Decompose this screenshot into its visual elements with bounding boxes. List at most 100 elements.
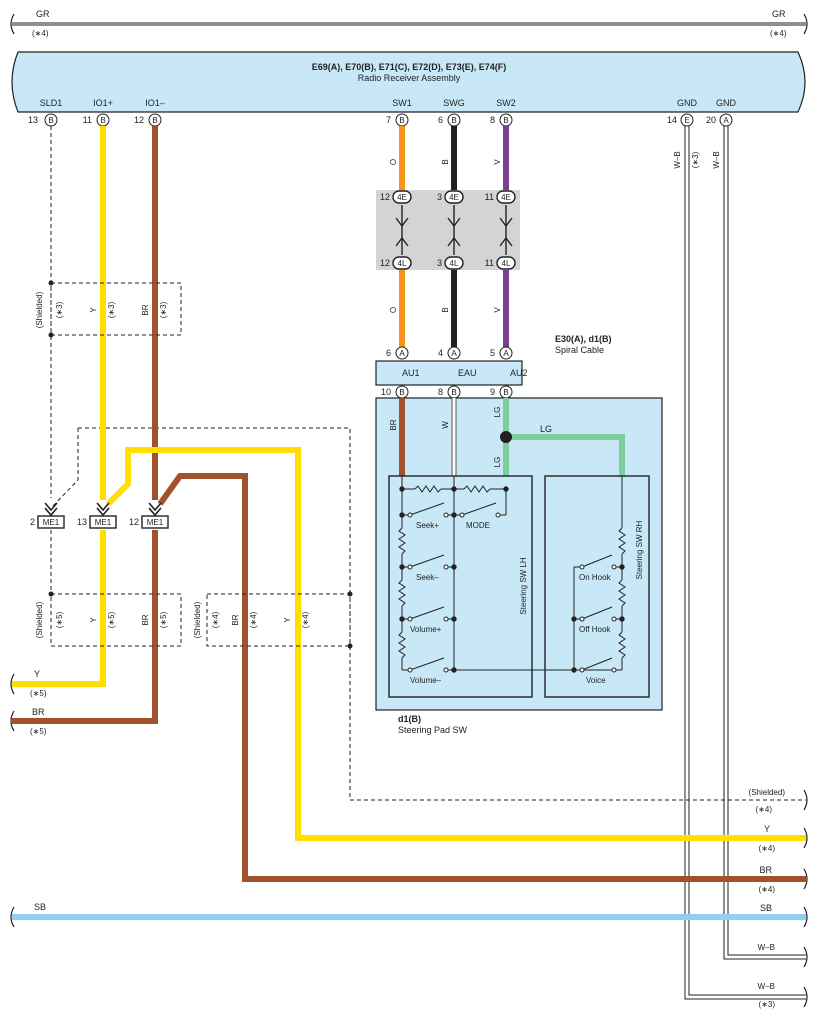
me1-code: ME1 bbox=[95, 518, 112, 527]
pin-conn: B bbox=[399, 388, 404, 397]
pin-num: 6 bbox=[386, 348, 391, 358]
right-y-note: (∗4) bbox=[759, 844, 776, 853]
pad-label-lg3: LG bbox=[540, 424, 552, 434]
shield-mid-right-br-note: (∗4) bbox=[249, 611, 258, 628]
junction-num: 11 bbox=[485, 192, 494, 202]
pin-num: 12 bbox=[134, 115, 144, 125]
pin-label-io1p: IO1+ bbox=[93, 98, 113, 108]
switch-mode: MODE bbox=[466, 521, 490, 530]
sb-left-label: SB bbox=[34, 902, 46, 912]
pin-num: 7 bbox=[386, 115, 391, 125]
spiral-pin-bot-2: B 8 bbox=[438, 385, 461, 399]
wire-label-o-top: O bbox=[389, 159, 398, 165]
sw-wires: O B V O B V bbox=[389, 126, 509, 347]
shield-mid-left-br: BR bbox=[141, 614, 150, 625]
junction-code: 4L bbox=[502, 259, 511, 268]
shield-mid-left-note: (∗5) bbox=[55, 611, 64, 628]
pin-conn: B bbox=[503, 388, 508, 397]
right-outputs: (Shielded) (∗4) Y (∗4) BR (∗4) SB W–B W–… bbox=[749, 788, 808, 1009]
pin-num: 9 bbox=[490, 387, 495, 397]
shield-dot bbox=[48, 332, 54, 338]
pin-conn: A bbox=[723, 116, 729, 125]
shield-mid-left-br-note: (∗5) bbox=[159, 611, 168, 628]
pin-gnd14: E 14 bbox=[667, 113, 694, 127]
spiral-body bbox=[375, 360, 523, 386]
gr-left-label: GR bbox=[36, 9, 50, 19]
spiral-pin-bot-3: B 9 bbox=[490, 385, 513, 399]
pin-sw2: B 8 bbox=[490, 113, 513, 127]
pad-wire-lg-branch bbox=[506, 434, 625, 476]
right-br-label: BR bbox=[759, 865, 772, 875]
wire-label-v-bot: V bbox=[493, 307, 502, 313]
shield-top-br-note: (∗3) bbox=[159, 301, 168, 318]
shield-dot bbox=[347, 643, 353, 649]
shield-top-note: (∗3) bbox=[55, 301, 64, 318]
right-br-note: (∗4) bbox=[759, 885, 776, 894]
spiral-signal-au2: AU2 bbox=[510, 368, 528, 378]
pin-conn: B bbox=[100, 116, 105, 125]
wire-label-v-top: V bbox=[493, 159, 502, 165]
shield-mid-left-y-note: (∗5) bbox=[107, 611, 116, 628]
pin-num: 8 bbox=[438, 387, 443, 397]
pin-label-gnd20: GND bbox=[716, 98, 737, 108]
junction-terminals: 4E 12 4L 12 4E 3 4L 3 4E 11 4L 11 bbox=[380, 190, 516, 270]
spiral-cable: E30(A), d1(B) Spiral Cable AU1 EAU AU2 A… bbox=[375, 334, 612, 386]
pad-code: d1(B) bbox=[398, 714, 421, 724]
right-wb3-label: W–B bbox=[758, 982, 775, 991]
spiral-codes: E30(A), d1(B) bbox=[555, 334, 612, 344]
pin-num: 11 bbox=[83, 115, 92, 125]
lh-contacts bbox=[399, 486, 509, 673]
spiral-signal-eau: EAU bbox=[458, 368, 477, 378]
wire-break-right bbox=[803, 827, 808, 849]
junction-num: 3 bbox=[437, 192, 442, 202]
pin-io1n: B 12 bbox=[134, 113, 162, 127]
pin-label-io1n: IO1– bbox=[145, 98, 165, 108]
pin-io1p: B 11 bbox=[83, 113, 110, 127]
gnd-b-label: W–B bbox=[712, 151, 721, 168]
shield-mid-right-note: (∗4) bbox=[211, 611, 220, 628]
spiral-pin-top-3: A 5 bbox=[490, 346, 513, 360]
switch-seek-minus: Seek– bbox=[416, 573, 439, 582]
gnd-wires: W–B (∗3) W–B bbox=[673, 126, 806, 1000]
left-y-label: Y bbox=[34, 669, 40, 679]
junction-code: 4E bbox=[449, 193, 459, 202]
shield-top-label: (Shielded) bbox=[35, 291, 44, 328]
pin-conn: A bbox=[399, 349, 405, 358]
wire-break-right bbox=[803, 986, 808, 1008]
left-harness: (Shielded) (∗3) Y (∗3) BR (∗3) ME1 2 ME1… bbox=[10, 126, 806, 882]
left-br-note: (∗5) bbox=[30, 727, 47, 736]
pin-conn: B bbox=[451, 388, 456, 397]
wire-label-o-bot: O bbox=[389, 307, 398, 313]
shield-dot bbox=[48, 280, 54, 286]
radio-body bbox=[11, 51, 806, 113]
pin-label-sld1: SLD1 bbox=[40, 98, 63, 108]
shield-mid-left-label: (Shielded) bbox=[35, 601, 44, 638]
shield-mid-left-y: Y bbox=[89, 617, 98, 623]
junction-code: 4L bbox=[398, 259, 407, 268]
shield-box-top bbox=[50, 282, 182, 336]
pin-num: 20 bbox=[706, 115, 716, 125]
pin-num: 5 bbox=[490, 348, 495, 358]
radio-codes: E69(A), E70(B), E71(C), E72(D), E73(E), … bbox=[312, 62, 507, 72]
pin-num: 14 bbox=[667, 115, 677, 125]
radio-name: Radio Receiver Assembly bbox=[358, 73, 461, 83]
gr-bus: GR (∗4) GR (∗4) bbox=[10, 9, 808, 38]
gr-right-label: GR bbox=[772, 9, 786, 19]
me1-code: ME1 bbox=[147, 518, 164, 527]
shield-box-mid-left bbox=[50, 593, 182, 647]
wire-break-left bbox=[10, 13, 15, 35]
pad-label-w: W bbox=[441, 421, 450, 429]
junction-code: 4L bbox=[450, 259, 459, 268]
wire-label-b-top: B bbox=[441, 159, 450, 164]
spiral-pin-top-2: A 4 bbox=[438, 346, 461, 360]
sb-bus: SB bbox=[10, 902, 806, 928]
pin-label-sw2: SW2 bbox=[496, 98, 516, 108]
wire-break-right bbox=[803, 13, 808, 35]
wire-break-right bbox=[803, 906, 808, 928]
pin-conn: A bbox=[451, 349, 457, 358]
pin-label-sw1: SW1 bbox=[392, 98, 412, 108]
spiral-pin-top-1: A 6 bbox=[386, 346, 409, 360]
shield-top-y-note: (∗3) bbox=[107, 301, 116, 318]
right-shielded-label: (Shielded) bbox=[749, 788, 786, 797]
shield-dot bbox=[48, 591, 54, 597]
